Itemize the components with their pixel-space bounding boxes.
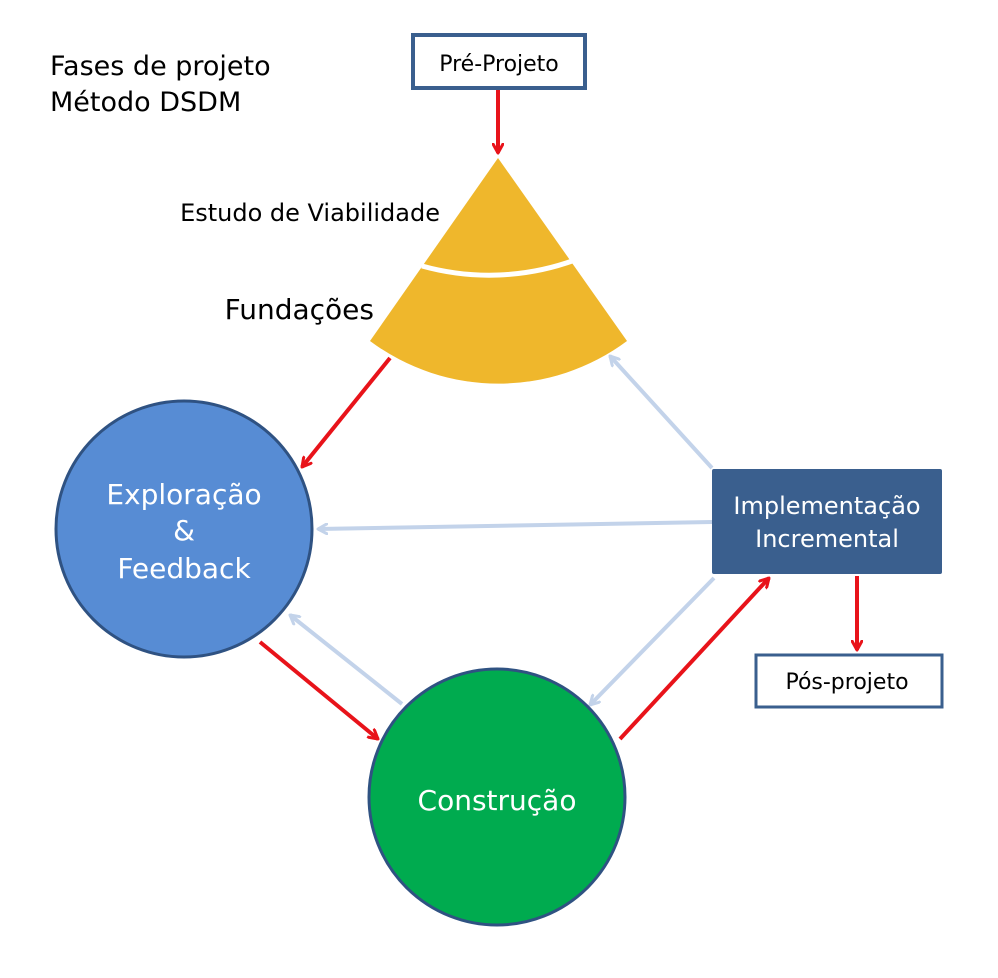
- pos-projeto-box: [754, 653, 944, 709]
- arrow-implementacao-to-exploracao: [318, 520, 713, 529]
- arrow-construcao-to-implementacao: [618, 578, 769, 741]
- pre-projeto-box: [411, 33, 587, 90]
- implementacao-label-line-1: Implementação: [733, 492, 920, 520]
- exploracao-label-line-1: Exploração: [106, 478, 261, 511]
- exploracao-label-line-3: Feedback: [117, 552, 251, 585]
- implementacao-box: [712, 469, 942, 574]
- arrow-exploracao-to-construcao: [258, 640, 378, 741]
- construcao-label: Construção: [418, 784, 577, 817]
- title-line-1: Fases de projeto: [50, 51, 271, 82]
- fundacoes-label: Fundações: [225, 293, 374, 326]
- arrow-construcao-to-exploracao: [290, 613, 404, 706]
- title-line-2: Método DSDM: [50, 87, 241, 118]
- pre-projeto-label: Pré-Projeto: [439, 52, 559, 77]
- implementacao-label-line-2: Incremental: [755, 525, 899, 553]
- exploracao-label-line-2: &: [173, 514, 195, 547]
- estudo-viabilidade-label: Estudo de Viabilidade: [180, 199, 440, 227]
- funnel-divider: [421, 257, 576, 278]
- arrow-fundacoes-to-exploracao: [300, 356, 392, 467]
- construcao-circle: [367, 667, 627, 927]
- exploracao-circle: [54, 399, 314, 659]
- arrow-implementacao-to-fundacoes: [610, 356, 714, 470]
- funnel-shape: [370, 158, 627, 384]
- pos-projeto-label: Pós-projeto: [785, 670, 908, 695]
- arrow-implementacao-to-construcao: [590, 576, 716, 705]
